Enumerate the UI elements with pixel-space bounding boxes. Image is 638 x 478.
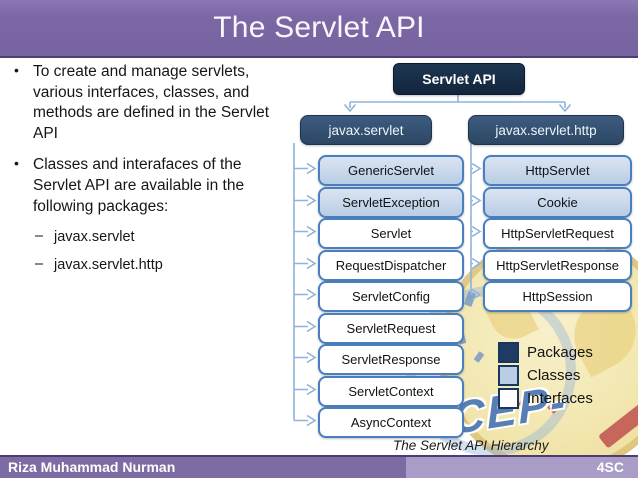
interface-box: HttpServletResponse — [483, 250, 632, 281]
bullet-text: Classes and interafaces of the Servlet A… — [33, 156, 245, 215]
legend: Packages Classes Interfaces — [498, 341, 593, 412]
bullet-text: To create and manage servlets, various i… — [33, 63, 270, 142]
footer-class-badge: 4SC — [596, 459, 624, 475]
class-box: HttpServlet — [483, 155, 632, 186]
class-box: Cookie — [483, 187, 632, 218]
legend-row-packages: Packages — [498, 341, 593, 363]
bullet-item: • Classes and interafaces of the Servlet… — [8, 155, 294, 217]
legend-row-interfaces: Interfaces — [498, 387, 593, 409]
sub-bullet-item: – javax.servlet — [8, 228, 294, 247]
interface-box: ServletResponse — [318, 344, 464, 375]
dash-marker: – — [35, 256, 44, 273]
watermark-ribbon — [598, 395, 638, 449]
interface-box: RequestDispatcher — [318, 250, 464, 281]
interface-box: HttpSession — [483, 281, 632, 312]
interface-box: Servlet — [318, 218, 464, 249]
interface-box: ServletConfig — [318, 281, 464, 312]
interface-box: HttpServletRequest — [483, 218, 632, 249]
bullet-marker: • — [14, 62, 19, 78]
slide-header: The Servlet API — [0, 0, 638, 58]
interface-box: ServletRequest — [318, 313, 464, 344]
interface-box: ServletContext — [318, 376, 464, 407]
sub-bullet-item: – javax.servlet.http — [8, 256, 294, 275]
bullet-marker: • — [14, 155, 19, 172]
watermark-confetti — [463, 291, 477, 307]
footer-author: Riza Muhammad Nurman — [8, 459, 176, 475]
footer-bar: Riza Muhammad Nurman 4SC — [0, 455, 638, 478]
interface-box: AsyncContext — [318, 407, 464, 438]
legend-label: Classes — [527, 366, 581, 384]
sub-bullet-text: javax.servlet.http — [54, 257, 163, 274]
package-box-javax-servlet-http: javax.servlet.http — [468, 115, 624, 145]
legend-swatch-package — [498, 341, 519, 363]
legend-row-classes: Classes — [498, 364, 593, 386]
dash-marker: – — [35, 228, 44, 245]
diagram-caption: The Servlet API Hierarchy — [393, 438, 549, 453]
diagram-root-box: Servlet API — [393, 63, 525, 95]
legend-label: Interfaces — [527, 389, 593, 407]
page-title: The Servlet API — [213, 11, 425, 44]
watermark-confetti — [473, 351, 485, 363]
class-box: GenericServlet — [318, 155, 464, 186]
legend-swatch-interface — [498, 387, 519, 409]
legend-label: Packages — [527, 343, 593, 361]
sub-bullet-text: javax.servlet — [54, 229, 135, 246]
legend-swatch-class — [498, 364, 519, 386]
package-box-javax-servlet: javax.servlet — [300, 115, 432, 145]
bullet-list: • To create and manage servlets, various… — [8, 62, 294, 284]
class-box: ServletException — [318, 187, 464, 218]
bullet-item: • To create and manage servlets, various… — [8, 62, 294, 144]
